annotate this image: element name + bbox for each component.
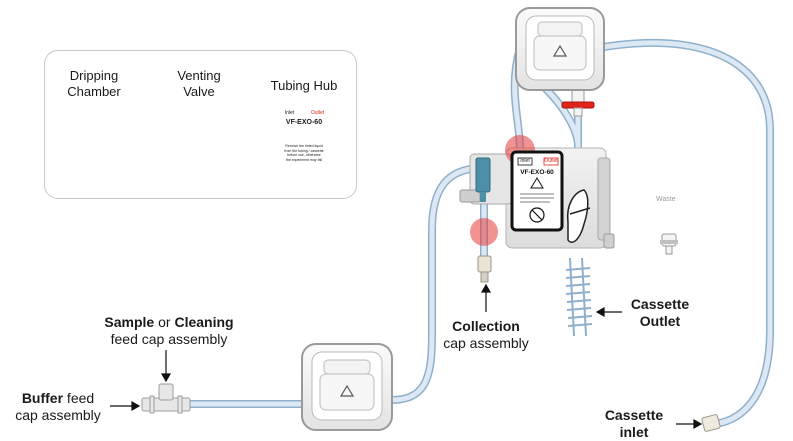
- hub-outlet-tag: Outlet: [544, 158, 558, 164]
- svg-text:VF-EXO-60: VF-EXO-60: [520, 169, 554, 176]
- device-dripping-chamber: [475, 157, 491, 202]
- sample-cleaning-label: Sample or Cleaning feed cap assembly: [104, 314, 234, 347]
- device-tubing-hub: VF-EXO-60: [510, 150, 564, 232]
- waste-connector: [660, 233, 678, 255]
- cassette-outlet-label: Cassette Outlet: [630, 296, 690, 329]
- waste-label: Waste: [656, 196, 676, 203]
- buffer-label: Buffer feed cap assembly: [15, 390, 101, 423]
- cassette-inlet-label: Cassette inlet: [604, 407, 664, 440]
- legend-label-venting-valve: Venting Valve: [177, 68, 221, 99]
- legend-hub-outlet-tag: Outlet: [310, 110, 325, 116]
- cassette-inlet-connector: [701, 414, 721, 432]
- annotation-arrows: [110, 283, 703, 430]
- cassette-outlet-tube: [565, 257, 593, 337]
- hub-inlet-tag: Inlet: [520, 158, 530, 164]
- collection-label: Collection cap assembly: [443, 318, 529, 351]
- tee-connector: [141, 383, 191, 414]
- legend-panel: [44, 50, 357, 199]
- legend-hub-model: VF-EXO-60: [285, 119, 323, 126]
- top-pump: [515, 7, 605, 91]
- legend-label-tubing-hub: Tubing Hub: [270, 78, 338, 93]
- collection-cap: [477, 255, 492, 283]
- legend-hub-warning: Remove the tinted liquid from the tubing…: [284, 144, 324, 162]
- bottom-pump: [301, 343, 393, 431]
- highlight-circle-collection: [470, 218, 498, 246]
- legend-label-dripping-chamber: Dripping Chamber: [67, 68, 121, 99]
- top-venting-valve: [561, 89, 595, 117]
- cassette: [566, 189, 591, 244]
- legend-hub-inlet-tag: Inlet: [284, 110, 295, 116]
- tube-cassette-loop: [594, 38, 774, 429]
